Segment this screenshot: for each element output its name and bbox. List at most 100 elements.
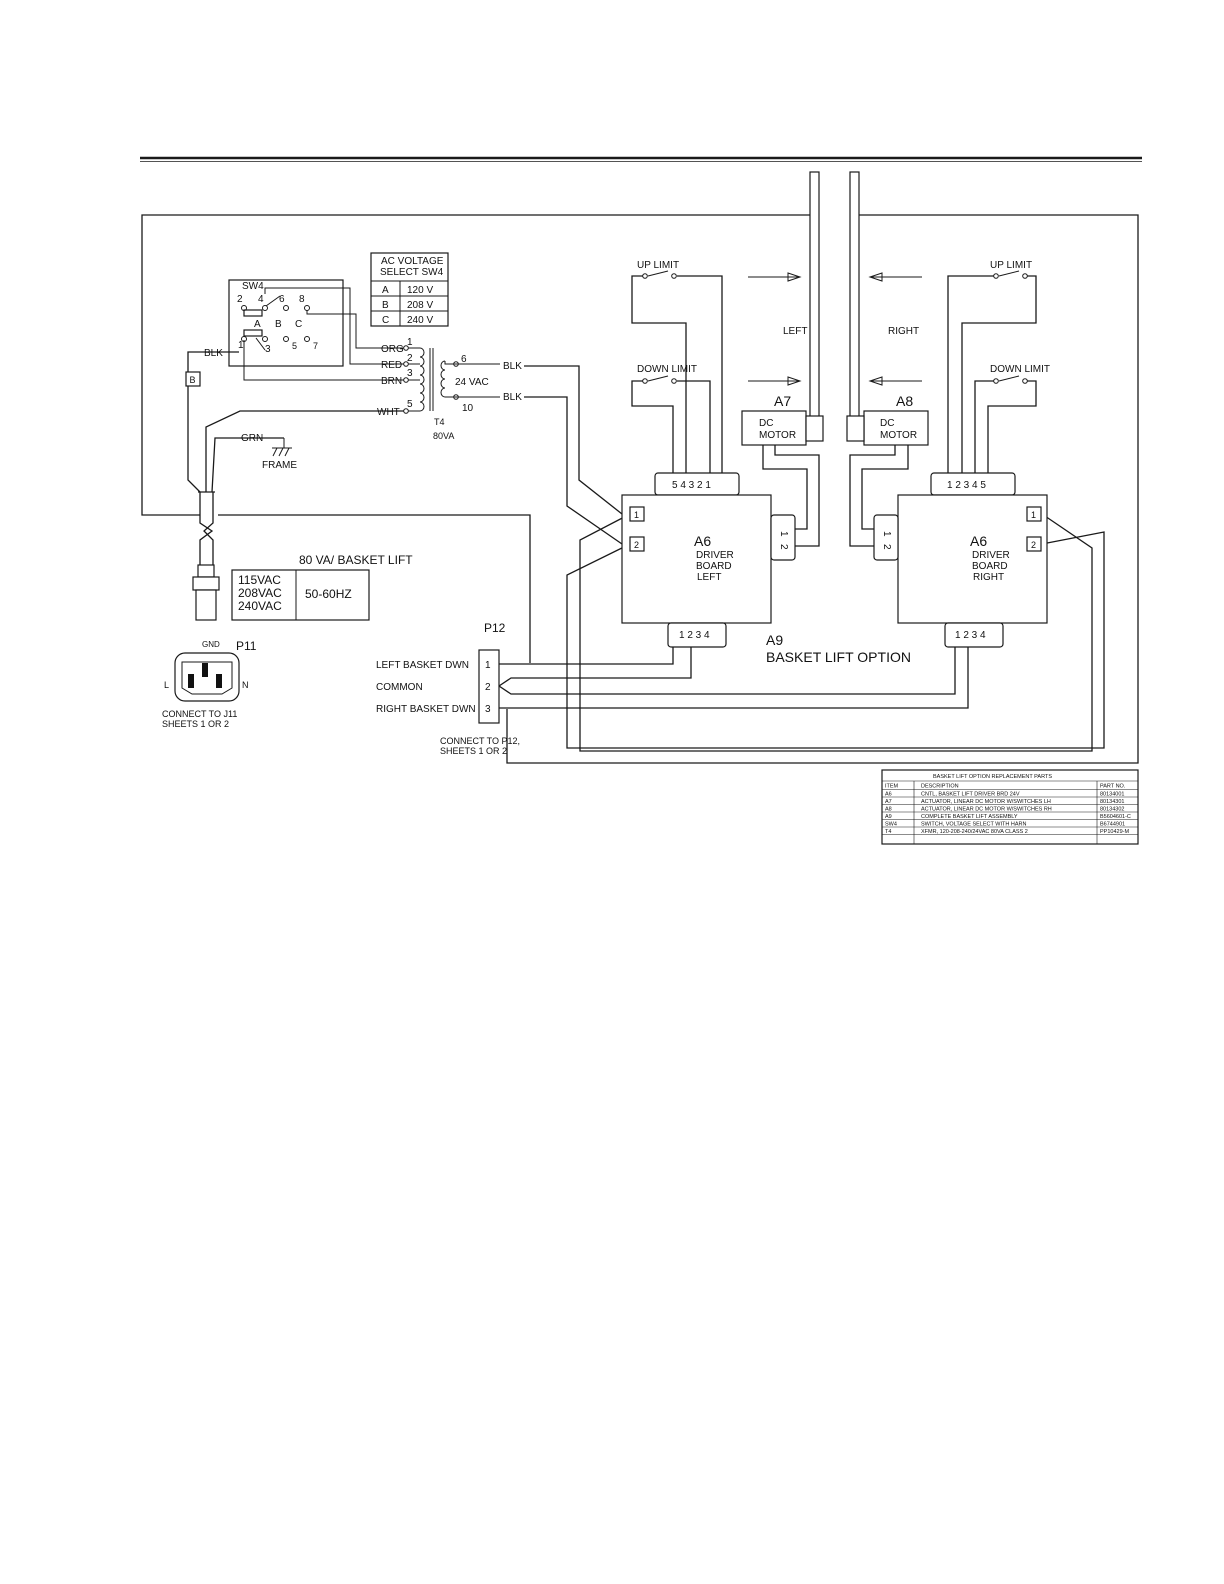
a7-motor-label-2: MOTOR xyxy=(759,430,796,441)
blk-lead-label: BLK xyxy=(204,348,223,359)
a8-motor-label-1: DC xyxy=(880,418,894,429)
secondary-pin-6: 6 xyxy=(461,354,467,365)
sw4-label: SW4 xyxy=(242,281,264,292)
voltage-row-a-volts: 120 V xyxy=(407,285,433,296)
connect-p12-note-1: CONNECT TO P12, xyxy=(440,736,520,746)
gnd-label: GND xyxy=(202,640,220,649)
frame-label: FRAME xyxy=(262,460,297,471)
parts-table-title: BASKET LIFT OPTION REPLACEMENT PARTS xyxy=(933,774,1052,780)
left-down-limit-label: DOWN LIMIT xyxy=(637,364,697,375)
left-board-pin-1: 1 xyxy=(634,510,639,520)
rating-voltage-115: 115VAC xyxy=(238,573,281,587)
voltage-select-title-2: SELECT SW4 xyxy=(380,267,444,278)
transformer-t4: ORG RED BRN WHT 1 2 3 5 6 10 24 VAC BLK … xyxy=(377,337,522,441)
sw4-pin-4: 4 xyxy=(258,294,264,305)
voltage-row-c-pos: C xyxy=(382,315,389,326)
rating-voltage-240: 240VAC xyxy=(238,599,282,613)
left-limit-switches: UP LIMIT DOWN LIMIT xyxy=(631,260,723,474)
driver-board-right: 1 2 3 4 5 1 2 1 2 A6 DRIVER BOARD RIGHT … xyxy=(873,472,1048,648)
right-up-limit-label: UP LIMIT xyxy=(990,260,1032,271)
left-board-side-pin-1: 1 xyxy=(778,531,789,537)
right-board-name-1: DRIVER xyxy=(972,550,1010,561)
a7-motor-label-1: DC xyxy=(759,418,773,429)
sw4-pos-a: A xyxy=(254,319,261,330)
xfmr-rating-label: 80VA xyxy=(433,431,454,441)
parts-cell-r1-c2: CNTL, BASKET LIFT DRIVER BRD 24V xyxy=(921,791,1020,797)
sw4-pin-8: 8 xyxy=(299,294,305,305)
left-direction-label: LEFT xyxy=(783,326,807,337)
voltage-select-table: AC VOLTAGE SELECT SW4 A 120 V B 208 V C … xyxy=(370,252,449,327)
org-lead-label: ORG xyxy=(381,344,404,355)
sw4-switch: SW4 2 4 6 8 A B C 1 3 5 7 xyxy=(228,279,404,381)
parts-cell-r4-c1: A9 xyxy=(885,814,892,820)
parts-table: BASKET LIFT OPTION REPLACEMENT PARTS ITE… xyxy=(881,769,1139,845)
right-board-a6-label: A6 xyxy=(970,533,987,549)
grn-lead-label: GRN xyxy=(241,433,263,444)
neutral-terminal-label: N xyxy=(242,680,249,690)
left-board-name-1: DRIVER xyxy=(696,550,734,561)
left-board-name-3: LEFT xyxy=(697,572,721,583)
a8-motor-label-2: MOTOR xyxy=(880,430,917,441)
left-board-a6-label: A6 xyxy=(694,533,711,549)
a8-label: A8 xyxy=(896,393,913,409)
p12-pin-2: 2 xyxy=(485,682,491,693)
left-board-side-pin-2: 2 xyxy=(778,544,789,550)
p12-wiring xyxy=(498,647,969,709)
left-up-limit-label: UP LIMIT xyxy=(637,260,679,271)
rating-box: 80 VA/ BASKET LIFT 115VAC 208VAC 240VAC … xyxy=(231,553,413,621)
left-board-bottom-pins: 1 2 3 4 xyxy=(679,630,710,641)
red-lead-label: RED xyxy=(381,360,402,371)
sw4-pos-c: C xyxy=(295,319,302,330)
a9-label: A9 xyxy=(766,632,783,648)
parts-cell-r2-c3: 80134301 xyxy=(1100,799,1124,805)
wht-lead-label: WHT xyxy=(377,407,400,418)
a7-label: A7 xyxy=(774,393,791,409)
motor-a8: A8 DC MOTOR xyxy=(846,393,929,547)
left-board-name-2: BOARD xyxy=(696,561,732,572)
right-board-side-pin-2: 2 xyxy=(881,544,892,550)
parts-cell-r4-c3: B5604601-C xyxy=(1100,814,1131,820)
right-board-pin-2: 2 xyxy=(1031,540,1036,550)
parts-cell-r6-c1: T4 xyxy=(885,829,891,835)
driver-board-left: 5 4 3 2 1 1 2 1 2 A6 DRIVER BOARD LEFT 1… xyxy=(621,472,796,648)
connect-j11-note-1: CONNECT TO J11 xyxy=(162,709,237,719)
voltage-row-c-volts: 240 V xyxy=(407,315,433,326)
right-board-name-3: RIGHT xyxy=(973,572,1004,583)
secondary-pin-10: 10 xyxy=(462,403,474,414)
xfmr-id-label: T4 xyxy=(434,417,445,427)
connect-j11-note-2: SHEETS 1 OR 2 xyxy=(162,719,229,729)
right-down-limit-label: DOWN LIMIT xyxy=(990,364,1050,375)
p12-label: P12 xyxy=(484,621,506,635)
parts-cell-r1-c1: A6 xyxy=(885,791,892,797)
parts-cell-r1-c3: 80134001 xyxy=(1100,791,1124,797)
primary-pin-5: 5 xyxy=(407,399,413,410)
p12-connector: P12 LEFT BASKET DWN 1 COMMON 2 RIGHT BAS… xyxy=(376,621,520,756)
secondary-voltage-label: 24 VAC xyxy=(455,377,489,388)
voltage-row-a-pos: A xyxy=(382,285,389,296)
connect-p12-note-2: SHEETS 1 OR 2 xyxy=(440,746,507,756)
secondary-blk-2: BLK xyxy=(503,392,522,403)
parts-cell-r6-c2: XFMR, 120-208-240/24VAC 80VA CLASS 2 xyxy=(921,829,1028,835)
b-connector-label: B xyxy=(190,375,196,385)
primary-pin-2: 2 xyxy=(407,353,413,364)
sw4-pin-5: 5 xyxy=(292,341,297,351)
sw4-pos-b: B xyxy=(275,319,282,330)
parts-header-description: DESCRIPTION xyxy=(921,784,959,790)
enclosure-outline xyxy=(141,214,1139,764)
sw4-pin-3: 3 xyxy=(265,344,271,355)
primary-pin-1: 1 xyxy=(407,337,413,348)
left-board-top-pins: 5 4 3 2 1 xyxy=(672,480,711,491)
motor-a7: A7 DC MOTOR xyxy=(741,393,824,547)
rating-voltage-208: 208VAC xyxy=(238,586,282,600)
parts-cell-r3-c1: A8 xyxy=(885,806,892,812)
sw4-pin-6: 6 xyxy=(279,294,285,305)
actuator-rods xyxy=(809,171,860,418)
right-board-bottom-pins: 1 2 3 4 xyxy=(955,630,986,641)
parts-cell-r2-c2: ACTUATOR, LINEAR DC MOTOR W/SWITCHES LH xyxy=(921,799,1051,805)
brn-lead-label: BRN xyxy=(381,376,402,387)
line-terminal-label: L xyxy=(164,680,169,690)
parts-cell-r2-c1: A7 xyxy=(885,799,892,805)
right-board-name-2: BOARD xyxy=(972,561,1008,572)
parts-cell-r6-c3: PP10429-M xyxy=(1100,829,1129,835)
